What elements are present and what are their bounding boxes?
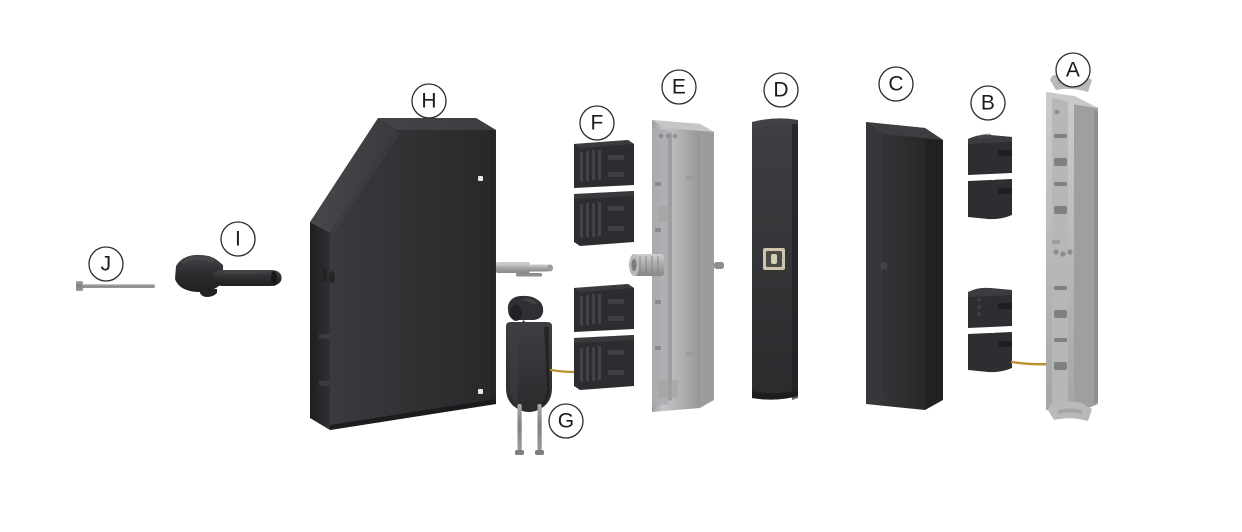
callout-j[interactable]: J	[88, 246, 124, 282]
callout-e[interactable]: E	[661, 69, 697, 105]
callout-c-text: C	[888, 73, 903, 96]
callout-b[interactable]: B	[970, 85, 1006, 121]
part-e-metal-plate	[629, 120, 724, 412]
callout-g-text: G	[558, 410, 575, 433]
part-b-clamp-blocks	[968, 133, 1052, 373]
callout-d[interactable]: D	[763, 72, 799, 108]
callout-i-text: I	[235, 228, 241, 251]
callout-h-text: H	[421, 90, 436, 113]
callout-g[interactable]: G	[548, 403, 584, 439]
callout-c[interactable]: C	[878, 66, 914, 102]
part-i-handle-grip	[175, 254, 282, 297]
callout-j-text: J	[101, 253, 112, 276]
part-j-long-screw	[76, 281, 155, 291]
callout-e-text: E	[672, 76, 686, 99]
housing-connector-shaft	[496, 262, 553, 277]
part-a-mounting-rail	[1046, 72, 1098, 421]
plate-hub	[629, 254, 664, 276]
callout-b-text: B	[981, 92, 995, 115]
part-h-main-housing	[310, 118, 553, 430]
part-g-clamp-cylinder	[506, 295, 595, 455]
callout-f[interactable]: F	[579, 105, 615, 141]
callout-f-text: F	[590, 112, 603, 135]
callout-d-text: D	[773, 79, 788, 102]
callout-group: A B C D E F G	[88, 52, 1091, 439]
part-c-dark-block	[866, 122, 943, 410]
part-d-dark-panel	[752, 118, 798, 400]
callout-h[interactable]: H	[411, 83, 447, 119]
callout-a[interactable]: A	[1055, 52, 1091, 88]
callout-i[interactable]: I	[220, 221, 256, 257]
part-f-ribbed-bracket-lower	[570, 284, 638, 390]
callout-a-text: A	[1066, 59, 1080, 82]
part-f-ribbed-bracket-upper	[570, 140, 638, 246]
